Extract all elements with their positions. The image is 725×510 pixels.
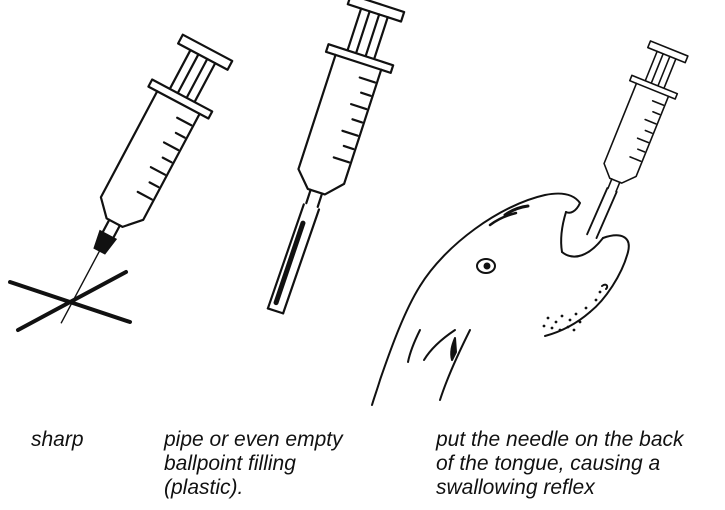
caption-line: of the tongue, causing a: [436, 452, 684, 476]
caption-line: pipe or even empty: [164, 428, 343, 452]
caption-line: (plastic).: [164, 476, 343, 500]
caption-line: put the needle on the back: [436, 428, 684, 452]
caption-line: ballpoint filling: [164, 452, 343, 476]
syringe-icon: [31, 32, 238, 339]
caption-needle: put the needle on the back of the tongue…: [436, 428, 684, 500]
syringe-icon: [245, 0, 410, 322]
caption-sharp: sharp: [31, 428, 84, 452]
syringe-icon: [570, 39, 691, 246]
caption-line: sharp: [31, 428, 84, 452]
caption-line: swallowing reflex: [436, 476, 684, 500]
syringe-illustration: [0, 0, 725, 410]
plastic-tube-icon: [268, 204, 319, 314]
cross-mark-icon: [10, 272, 130, 330]
caption-pipe: pipe or even empty ballpoint filling (pl…: [164, 428, 343, 500]
